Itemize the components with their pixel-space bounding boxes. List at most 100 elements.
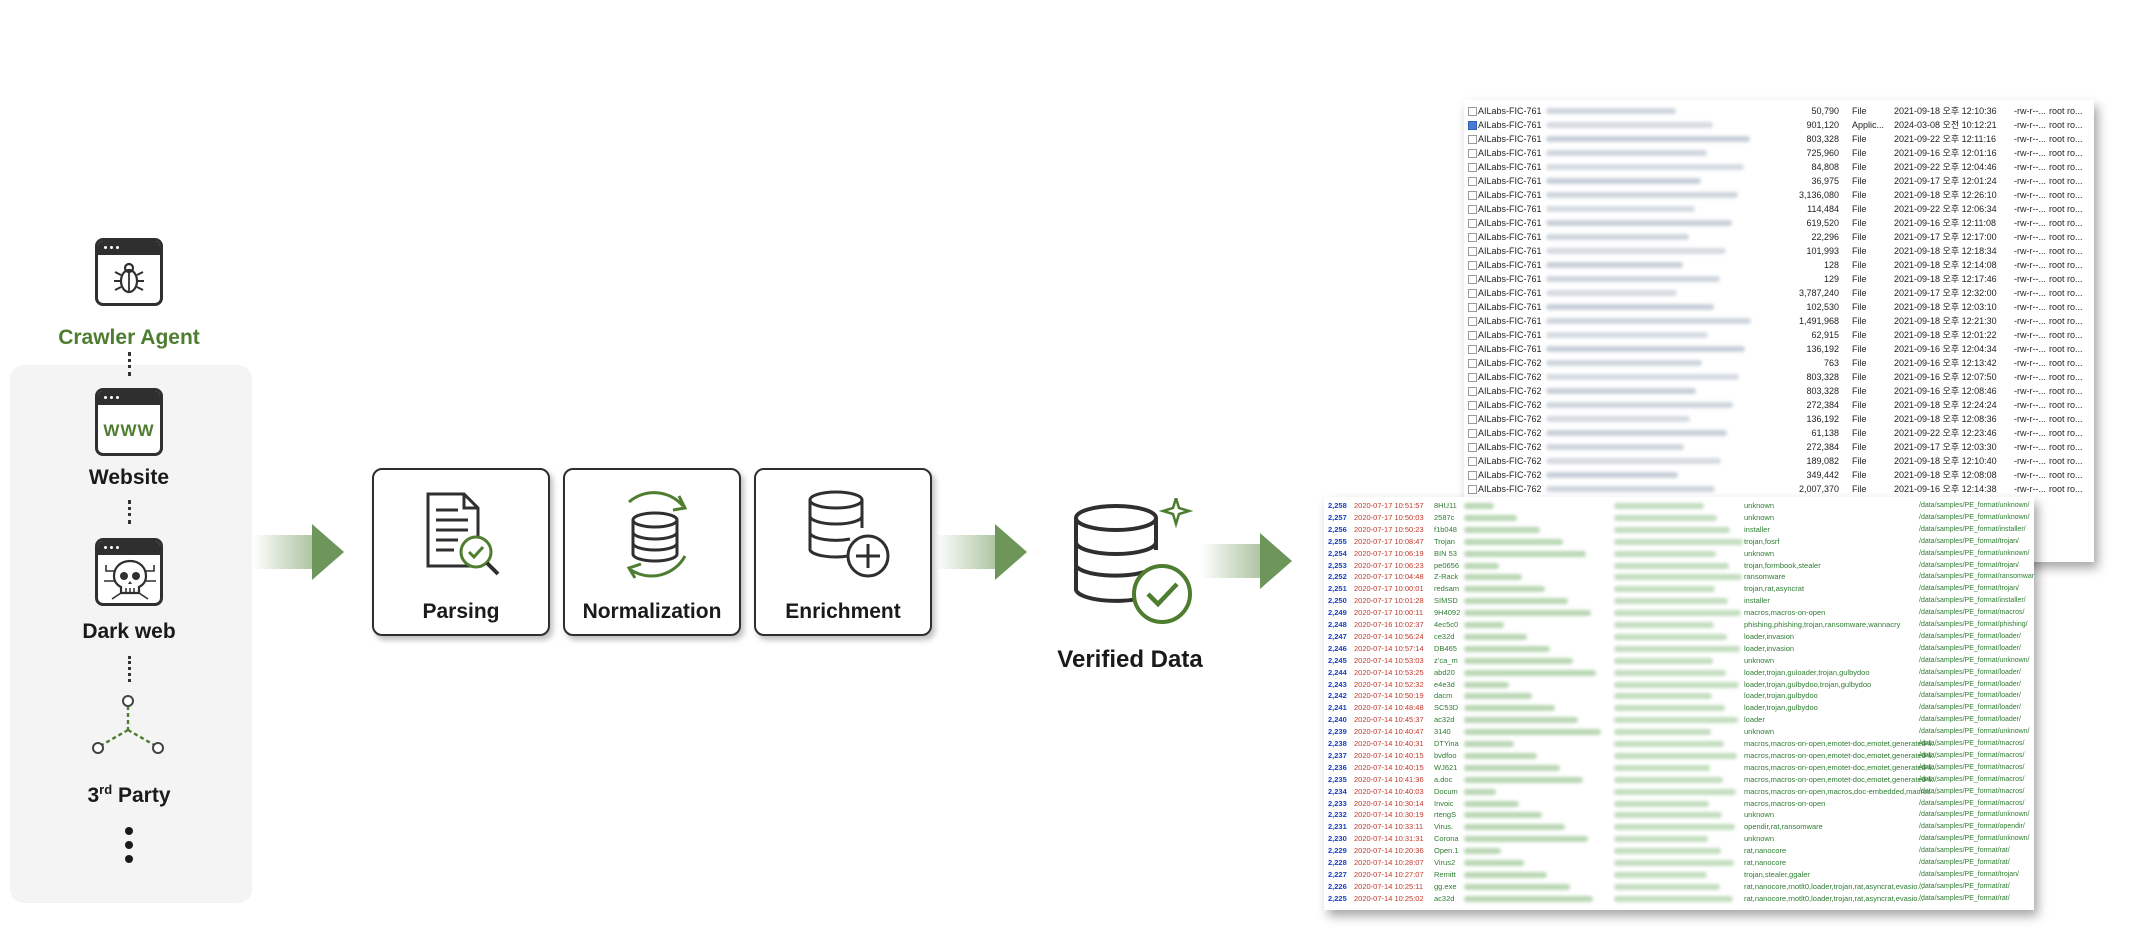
row-checkbox[interactable]	[1468, 135, 1477, 144]
file-perm: -rw-r--...	[2014, 414, 2046, 424]
row-checkbox[interactable]	[1468, 107, 1477, 116]
row-checkbox[interactable]	[1468, 373, 1477, 382]
file-perm: -rw-r--...	[2014, 358, 2046, 368]
row-checkbox[interactable]	[1468, 233, 1477, 242]
row-checkbox[interactable]	[1468, 247, 1477, 256]
row-checkbox[interactable]	[1468, 163, 1477, 172]
row-checkbox[interactable]	[1468, 359, 1477, 368]
row-checkbox[interactable]	[1468, 401, 1477, 410]
redacted-text	[1614, 598, 1728, 605]
row-checkbox[interactable]	[1468, 457, 1477, 466]
row-checkbox[interactable]	[1468, 471, 1477, 480]
row-checkbox[interactable]	[1468, 485, 1477, 494]
sample-id: 2,236	[1328, 762, 1347, 772]
row-checkbox[interactable]	[1468, 317, 1477, 326]
row-checkbox[interactable]	[1468, 345, 1477, 354]
row-checkbox[interactable]	[1468, 289, 1477, 298]
row-checkbox[interactable]	[1468, 121, 1477, 130]
row-checkbox[interactable]	[1468, 177, 1477, 186]
row-checkbox[interactable]	[1468, 191, 1477, 200]
row-checkbox[interactable]	[1468, 149, 1477, 158]
sample-path: /data/samples/PE_format/unknown/	[1919, 656, 2030, 664]
sample-tags: ransomware	[1744, 572, 1786, 582]
sample-id: 2,235	[1328, 774, 1347, 784]
row-checkbox[interactable]	[1468, 303, 1477, 312]
redacted-text	[1546, 234, 1689, 240]
row-checkbox[interactable]	[1468, 387, 1477, 396]
row-checkbox[interactable]	[1468, 429, 1477, 438]
row-checkbox[interactable]	[1468, 219, 1477, 228]
redacted-text	[1464, 741, 1514, 747]
row-checkbox[interactable]	[1468, 205, 1477, 214]
row-checkbox[interactable]	[1468, 415, 1477, 424]
row-checkbox[interactable]	[1468, 331, 1477, 340]
row-checkbox[interactable]	[1468, 261, 1477, 270]
row-checkbox[interactable]	[1468, 443, 1477, 452]
row-checkbox[interactable]	[1468, 275, 1477, 284]
file-name: AILabs-FIC-761	[1478, 218, 1542, 228]
